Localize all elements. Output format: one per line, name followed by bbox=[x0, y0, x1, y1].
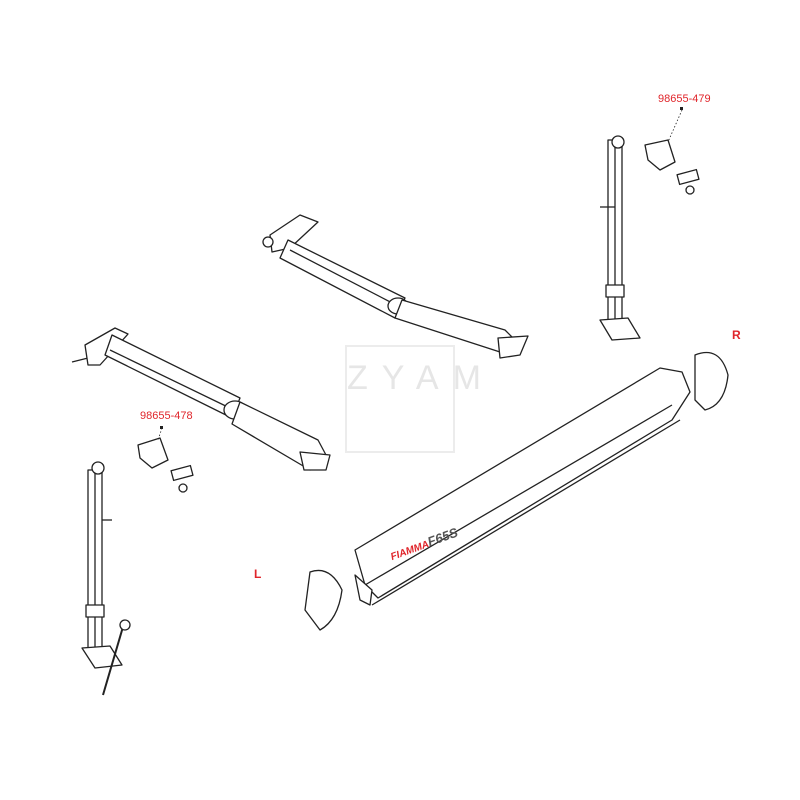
watermark-text: ZYAM bbox=[347, 359, 495, 397]
right-bracket-parts bbox=[644, 139, 700, 195]
upper-arm bbox=[262, 214, 529, 359]
part-number-right: 98655-479 bbox=[658, 93, 711, 105]
watermark: ZYAM bbox=[345, 345, 481, 453]
right-leg bbox=[599, 135, 641, 341]
side-label-right: R bbox=[732, 328, 741, 342]
awning-cassette bbox=[354, 367, 691, 606]
side-label-left: L bbox=[254, 567, 262, 581]
part-number-left: 98655-478 bbox=[140, 410, 193, 422]
left-leg bbox=[81, 461, 131, 696]
lower-arm bbox=[71, 327, 331, 471]
left-bracket-parts bbox=[137, 437, 194, 493]
leader-line-left bbox=[157, 427, 163, 441]
end-cap-right bbox=[694, 351, 729, 411]
leader-line-right bbox=[667, 109, 683, 143]
end-cap-left bbox=[304, 569, 343, 631]
